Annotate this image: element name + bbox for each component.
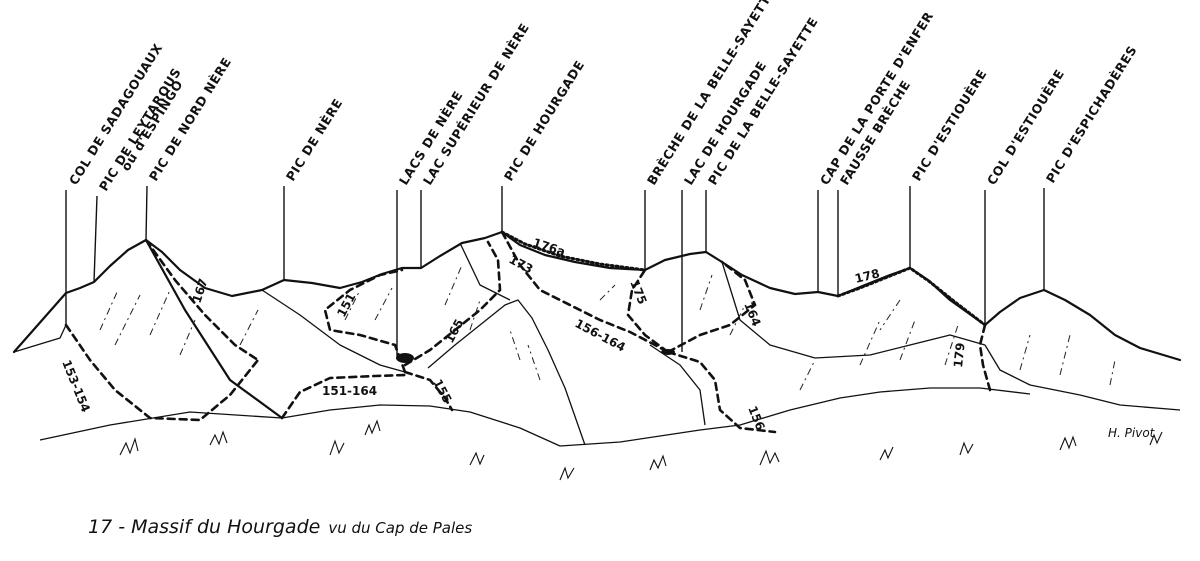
route-label-165: 165: [442, 317, 466, 346]
climbing-routes: [64, 230, 992, 434]
caption-title: 17 - Massif du Hourgade: [88, 516, 321, 538]
route-label-178: 178: [853, 266, 881, 286]
foreground-grass: [119, 419, 1163, 481]
peak-label-pic-d-estiouere: PIC D'ESTIOUÈRE: [909, 66, 990, 183]
leader-lines: [65, 185, 1045, 358]
route-label-153-154: 153-154: [59, 358, 93, 414]
route-label-167: 167: [190, 277, 211, 305]
peak-label-pic-d-espichaderes: PIC D'ESPICHADÈRES: [1043, 43, 1140, 186]
peak-labels: COL DE SADAGOUAUX PIC DE LEYTAROUS ou d'…: [66, 0, 1140, 194]
lakes: [396, 349, 675, 363]
route-label-151-164: 151-164: [322, 384, 377, 398]
route-label-155: 155: [430, 377, 454, 406]
route-label-173: 173: [507, 252, 536, 276]
caption-subtitle: vu du Cap de Pales: [328, 519, 473, 537]
artist-signature: H. Pivot: [1108, 426, 1156, 440]
slope-shading: [99, 264, 1116, 391]
route-label-179: 179: [951, 342, 968, 368]
peak-label-pic-de-hourgade: PIC DE HOURGADE: [501, 57, 588, 183]
peak-label-pic-de-la-belle-sayette: PIC DE LA BELLE-SAYETTE: [705, 14, 821, 187]
route-labels: 153-154 167 151 151-164 155 165 176a 173…: [59, 236, 967, 433]
figure-caption: 17 - Massif du Hourgade vu du Cap de Pale…: [88, 516, 472, 538]
route-label-156-164: 156-164: [573, 316, 628, 354]
route-label-151: 151: [334, 291, 358, 320]
peak-label-pic-de-nere: PIC DE NÈRE: [283, 96, 346, 184]
